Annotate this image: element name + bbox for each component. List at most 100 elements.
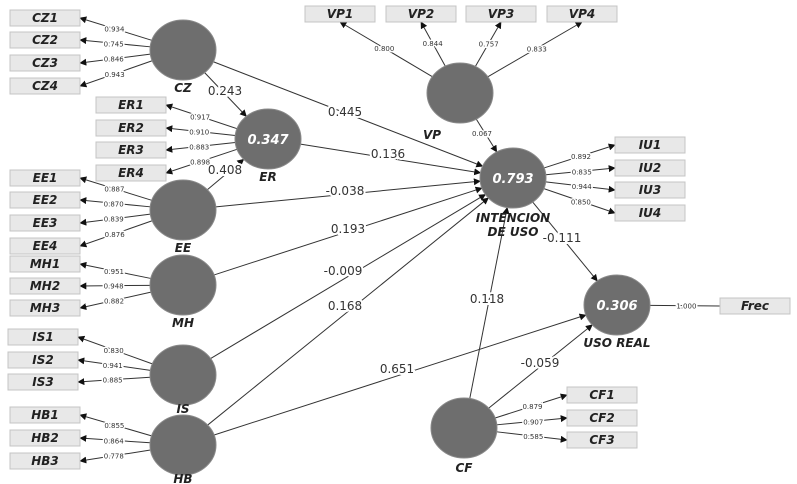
indicator-box[interactable] <box>9 429 81 447</box>
indicator-vp3[interactable]: VP3 <box>465 5 537 23</box>
indicator-box[interactable] <box>9 191 81 209</box>
indicator-box[interactable] <box>546 5 618 23</box>
indicator-iu4[interactable]: IU4 <box>614 204 686 222</box>
indicator-box[interactable] <box>95 96 167 114</box>
indicator-box[interactable] <box>95 119 167 137</box>
indicator-box[interactable] <box>614 159 686 177</box>
outer-loading: 0.778 <box>104 453 124 461</box>
path-coefficient: 0.067 <box>472 130 492 138</box>
latent-variable-circle[interactable] <box>149 179 217 241</box>
indicator-box[interactable] <box>9 452 81 470</box>
latent-variable-circle[interactable] <box>430 397 498 459</box>
indicator-vp2[interactable]: VP2 <box>385 5 457 23</box>
latent-variable-circle[interactable] <box>149 254 217 316</box>
indicator-iu3[interactable]: IU3 <box>614 181 686 199</box>
indicator-iu2[interactable]: IU2 <box>614 159 686 177</box>
outer-loading: 0.883 <box>189 143 209 151</box>
latent-name: ER <box>259 170 276 184</box>
indicator-ee1[interactable]: EE1 <box>9 169 81 187</box>
r-squared-value: 0.306 <box>596 299 637 314</box>
indicator-ee4[interactable]: EE4 <box>9 237 81 255</box>
latent-ee[interactable]: EE <box>149 179 217 255</box>
indicator-mh2[interactable]: MH2 <box>9 277 81 295</box>
indicator-is3[interactable]: IS3 <box>7 373 79 391</box>
indicator-box[interactable] <box>9 299 81 317</box>
indicator-ee3[interactable]: EE3 <box>9 214 81 232</box>
indicator-frec[interactable]: Frec <box>719 297 791 315</box>
indicator-cz4[interactable]: CZ4 <box>9 77 81 95</box>
indicator-box[interactable] <box>614 181 686 199</box>
indicator-hb3[interactable]: HB3 <box>9 452 81 470</box>
indicator-cf3[interactable]: CF3 <box>566 431 638 449</box>
indicator-box[interactable] <box>7 351 79 369</box>
latent-variable-circle[interactable] <box>583 274 651 336</box>
latent-variable-circle[interactable] <box>234 108 302 170</box>
indicator-box[interactable] <box>9 77 81 95</box>
outer-loading: 0.830 <box>104 347 124 355</box>
path-coefficient: 0.136 <box>371 147 405 161</box>
indicator-cz1[interactable]: CZ1 <box>9 9 81 27</box>
latent-cf[interactable]: CF <box>430 397 498 475</box>
indicator-is1[interactable]: IS1 <box>7 328 79 346</box>
indicator-mh3[interactable]: MH3 <box>9 299 81 317</box>
latent-variable-circle[interactable] <box>479 147 547 209</box>
indicator-hb1[interactable]: HB1 <box>9 406 81 424</box>
indicator-box[interactable] <box>7 328 79 346</box>
indicator-er2[interactable]: ER2 <box>95 119 167 137</box>
outer-loading: 0.745 <box>104 40 124 48</box>
latent-variable-circle[interactable] <box>426 62 494 124</box>
latent-is[interactable]: IS <box>149 344 217 416</box>
indicator-box[interactable] <box>566 431 638 449</box>
indicator-er1[interactable]: ER1 <box>95 96 167 114</box>
indicator-mh1[interactable]: MH1 <box>9 255 81 273</box>
indicator-box[interactable] <box>614 204 686 222</box>
indicator-box[interactable] <box>614 136 686 154</box>
outer-loading: 0.855 <box>104 422 124 430</box>
indicator-cz2[interactable]: CZ2 <box>9 31 81 49</box>
indicator-box[interactable] <box>385 5 457 23</box>
latent-cz[interactable]: CZ <box>149 19 217 95</box>
indicator-cf1[interactable]: CF1 <box>566 386 638 404</box>
latent-variable-circle[interactable] <box>149 414 217 476</box>
indicator-box[interactable] <box>566 409 638 427</box>
indicator-box[interactable] <box>9 406 81 424</box>
indicator-label: MH1 <box>30 257 60 271</box>
latent-hb[interactable]: HB <box>149 414 217 484</box>
indicator-box[interactable] <box>9 9 81 27</box>
indicator-label: ER1 <box>118 98 144 112</box>
outer-loading: 0.917 <box>190 113 210 121</box>
indicator-box[interactable] <box>719 297 791 315</box>
indicator-box[interactable] <box>566 386 638 404</box>
indicator-cz3[interactable]: CZ3 <box>9 54 81 72</box>
indicator-cf2[interactable]: CF2 <box>566 409 638 427</box>
indicator-er4[interactable]: ER4 <box>95 164 167 182</box>
indicator-er3[interactable]: ER3 <box>95 141 167 159</box>
indicator-box[interactable] <box>9 214 81 232</box>
indicator-box[interactable] <box>9 277 81 295</box>
indicator-ee2[interactable]: EE2 <box>9 191 81 209</box>
indicator-box[interactable] <box>7 373 79 391</box>
indicator-is2[interactable]: IS2 <box>7 351 79 369</box>
indicator-box[interactable] <box>9 169 81 187</box>
latent-vp[interactable]: VP <box>423 62 494 142</box>
latent-mh[interactable]: MH <box>149 254 217 330</box>
indicator-box[interactable] <box>304 5 376 23</box>
latent-variable-circle[interactable] <box>149 19 217 81</box>
indicator-box[interactable] <box>95 141 167 159</box>
indicator-box[interactable] <box>9 54 81 72</box>
indicator-hb2[interactable]: HB2 <box>9 429 81 447</box>
indicator-box[interactable] <box>95 164 167 182</box>
indicator-vp1[interactable]: VP1 <box>304 5 376 23</box>
indicator-vp4[interactable]: VP4 <box>546 5 618 23</box>
indicator-box[interactable] <box>9 255 81 273</box>
path-ee-er <box>206 158 245 191</box>
indicator-box[interactable] <box>465 5 537 23</box>
indicator-iu1[interactable]: IU1 <box>614 136 686 154</box>
indicator-box[interactable] <box>9 237 81 255</box>
indicator-label: CF2 <box>589 411 614 425</box>
latent-variable-circle[interactable] <box>149 344 217 406</box>
indicator-box[interactable] <box>9 31 81 49</box>
